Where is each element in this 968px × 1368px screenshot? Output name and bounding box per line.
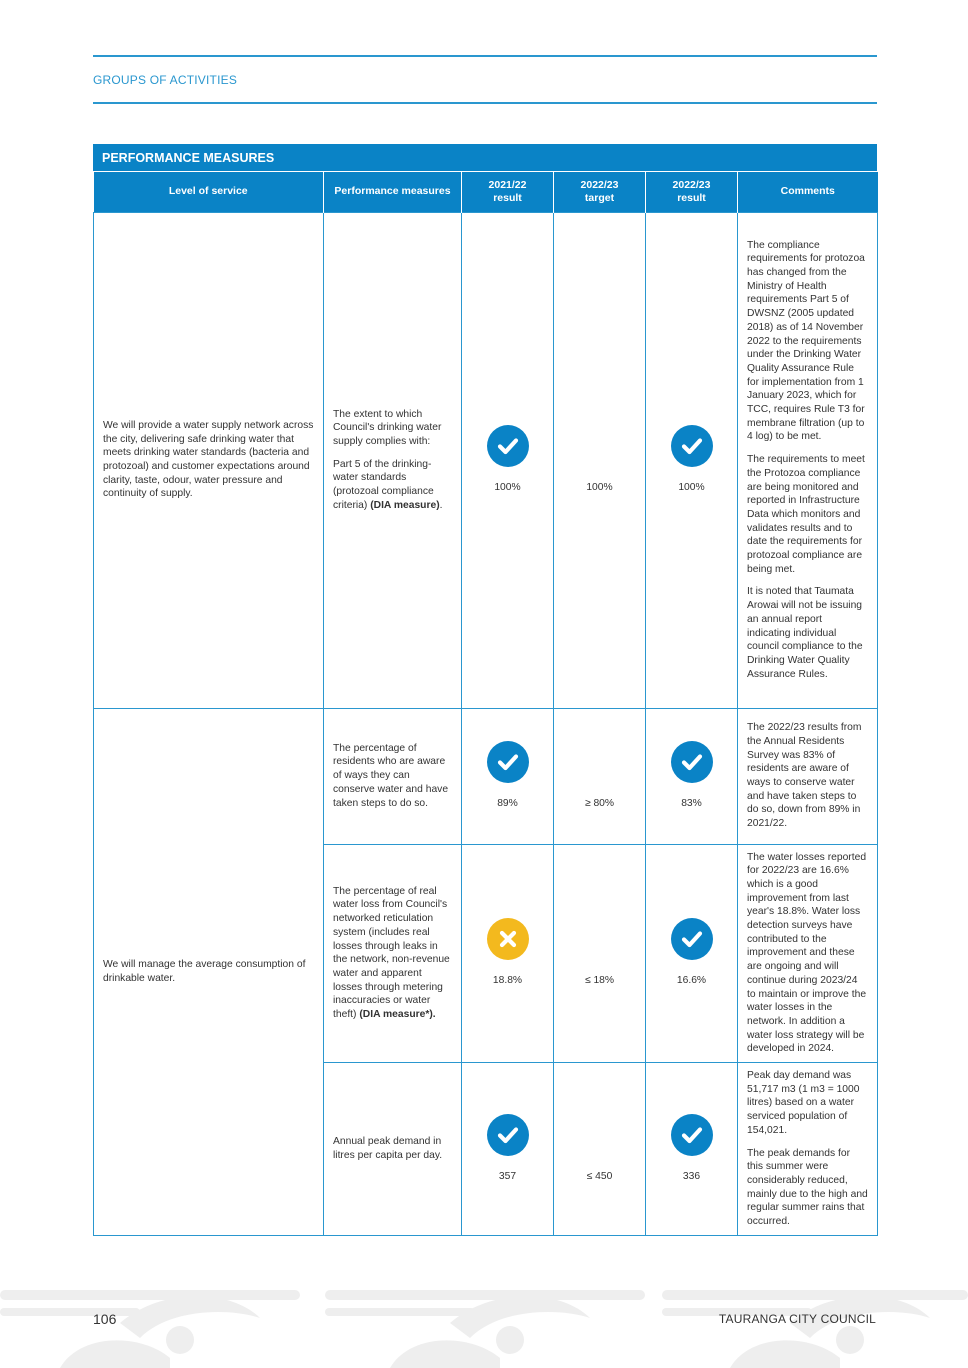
section-label: GROUPS OF ACTIVITIES [93,73,238,87]
measure-text: Part 5 of the drinking-water standards (… [333,458,452,513]
dia-measure-label: (DIA measure*). [359,1009,436,1021]
check-circle-icon [486,741,529,784]
table-header-row: Level of service Performance measures 20… [93,172,878,212]
comment-text: It is noted that Taumata Arowai will not… [747,586,863,680]
cross-circle-icon [486,918,529,961]
result-2021-22-cell: 89% [461,707,554,845]
target-value: ≤ 450 [586,1171,613,1183]
target-value: 100% [586,482,613,494]
col-label-line1: 2021/22 [488,178,527,191]
performance-measures-table-wrapper: PERFORMANCE MEASURES Level of service Pe… [93,144,878,1236]
col-label-line2: target [584,191,615,204]
result-wrap: ≤ 450 [554,1114,645,1184]
result-2022-23-cell: 100% [645,211,738,709]
result-value: 100% [678,482,705,494]
target-value: ≤ 18% [584,975,615,987]
measure-text: The extent to which Council's drinking w… [333,408,442,447]
result-2021-22-cell: 100% [461,211,554,709]
check-circle-icon [670,1114,713,1157]
spacer [579,1114,621,1156]
table-row: Annual peak demand in litres per capita … [94,1062,878,1236]
col-performance-measures: Performance measures [323,172,462,212]
result-2022-23-cell: 336 [645,1062,738,1236]
performance-measure-cell: Annual peak demand in litres per capita … [323,1062,462,1236]
result-wrap: 100% [462,425,553,495]
table-row: We will manage the average consumption o… [93,707,878,1236]
spacer [579,918,621,960]
spacer [579,425,621,467]
result-wrap: 100% [554,425,645,495]
comment-text: The requirements to meet the Protozoa co… [747,454,865,575]
result-value: 83% [681,798,702,810]
comments-cell: The 2022/23 results from the Annual Resi… [737,707,878,845]
check-circle-icon [486,425,529,468]
performance-measure-cell: The extent to which Council's drinking w… [323,211,462,709]
comments-cell: The compliance requirements for protozoa… [737,211,878,709]
header-rule [93,102,877,104]
target-2022-23-cell: ≤ 450 [553,1062,646,1236]
page-number: 106 [93,1311,117,1327]
result-value: 336 [682,1171,701,1183]
result-value: 18.8% [492,975,523,987]
dia-measure-label: (DIA measure) [370,499,440,511]
col-label-line2: result [677,191,706,204]
result-wrap: 357 [462,1114,553,1184]
performance-measures-table: Level of service Performance measures 20… [93,172,878,1236]
result-value: 100% [494,482,521,494]
table-title: PERFORMANCE MEASURES [93,144,877,172]
check-circle-icon [670,918,713,961]
result-wrap: 89% [462,741,553,811]
organisation-name: TAURANGA CITY COUNCIL [718,1312,876,1326]
performance-measure-cell: The percentage of real water loss from C… [323,843,462,1064]
col-label-line2: result [493,191,522,204]
result-wrap: 18.8% [462,918,553,988]
target-2022-23-cell: 100% [553,211,646,709]
result-value: 16.6% [676,975,707,987]
top-rule [93,55,877,57]
col-label-line1: 2022/23 [580,178,619,191]
target-2022-23-cell: ≤ 18% [553,843,646,1064]
table-row: The percentage of real water loss from C… [94,843,878,1064]
performance-measure-cell: The percentage of residents who are awar… [323,707,462,845]
target-value: ≥ 80% [584,798,615,810]
level-of-service-cell: We will manage the average consumption o… [93,707,324,1236]
comment-text: Peak day demand was 51,717 m3 (1 m3 = 10… [747,1070,860,1136]
comments-cell: The water losses reported for 2022/23 ar… [737,843,878,1064]
measure-text: The percentage of real water loss from C… [333,885,450,1021]
result-wrap: 16.6% [646,918,737,988]
measure-part: Part 5 of the drinking-water standards (… [333,458,434,511]
result-wrap: 100% [646,425,737,495]
spacer [579,741,621,783]
comment-text: The peak demands for this summer were co… [747,1147,868,1228]
col-level-of-service: Level of service [93,172,324,212]
result-wrap: 336 [646,1114,737,1184]
result-wrap: ≥ 80% [554,741,645,811]
comments-cell: Peak day demand was 51,717 m3 (1 m3 = 10… [737,1062,878,1236]
result-2022-23-cell: 16.6% [645,843,738,1064]
result-wrap: 83% [646,741,737,811]
col-comments: Comments [737,172,878,212]
footer-decorative-pattern [0,1290,968,1368]
level-of-service-cell: We will provide a water supply network a… [93,211,324,709]
check-circle-icon [670,741,713,784]
check-circle-icon [486,1114,529,1157]
comment-text: The compliance requirements for protozoa… [747,239,865,443]
result-2021-22-cell: 357 [461,1062,554,1236]
result-wrap: ≤ 18% [554,918,645,988]
table-row: We will provide a water supply network a… [93,211,878,709]
check-circle-icon [670,425,713,468]
result-value: 357 [498,1171,517,1183]
col-label-line1: 2022/23 [672,178,711,191]
target-2022-23-cell: ≥ 80% [553,707,646,845]
result-2022-23-cell: 83% [645,707,738,845]
measure-part: . [439,499,443,511]
result-value: 89% [497,798,518,810]
result-2021-22-cell: 18.8% [461,843,554,1064]
